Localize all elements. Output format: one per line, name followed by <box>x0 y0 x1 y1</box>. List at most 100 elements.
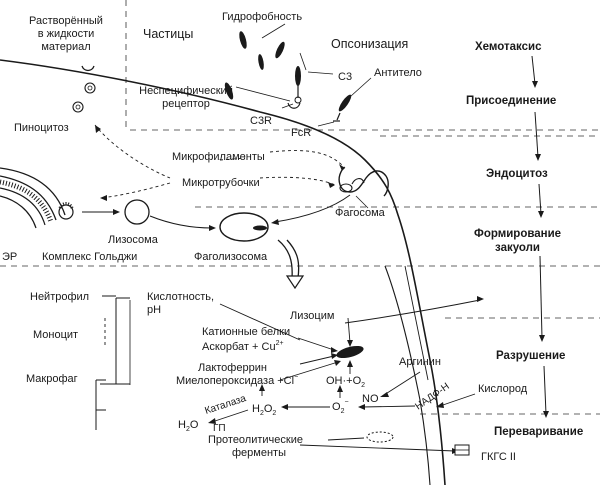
pointer-line <box>317 121 335 127</box>
arrow-head <box>259 384 265 391</box>
particle <box>258 54 264 70</box>
oh-o2-text: OH·+O <box>326 375 362 387</box>
label-antibody: Антитело <box>374 67 422 79</box>
pseudopod <box>338 169 389 197</box>
h2o-subscript: 2 <box>186 426 190 433</box>
pointer-line <box>299 52 307 71</box>
arrow-head <box>331 353 338 359</box>
h2o2-text: H <box>252 403 260 415</box>
label-golgi: Комплекс Гольджи <box>42 251 137 263</box>
arrow-head <box>538 211 544 218</box>
opsonized-particle <box>295 66 301 86</box>
label-oxygen: Кислород <box>478 383 528 395</box>
arrow-head <box>380 392 389 397</box>
microtubule-arrow <box>259 176 336 186</box>
label-ascorbate: Аскорбат + Cu2+ <box>202 340 284 353</box>
label-microtubules: Микротрубочки <box>182 177 260 189</box>
h2o-text: H <box>178 419 186 431</box>
h2o-end: O <box>190 419 199 431</box>
transition-arrow <box>286 239 300 279</box>
export-arrow <box>299 444 456 452</box>
pointer-line <box>281 103 294 109</box>
digestive-vacuole-particle <box>336 345 364 359</box>
reaction-arrow <box>211 409 249 423</box>
arrow-head <box>95 125 101 133</box>
label-mhc-ii: ГКГС II <box>481 451 516 463</box>
microtubule-arrow <box>94 124 171 179</box>
er-membrane <box>0 175 57 221</box>
label-opsonization: Опсонизация <box>331 37 408 51</box>
label-pinocytosis: Пиноцитоз <box>14 122 69 134</box>
label-h2o2: H2O2 <box>252 403 276 417</box>
o2-minus-text: O <box>332 401 341 413</box>
reaction-arrow <box>347 317 351 344</box>
arrow-head <box>100 195 107 201</box>
label-proteolytic-2: ферменты <box>232 447 286 459</box>
inner-membrane <box>384 265 431 485</box>
stage-arrow <box>538 183 542 215</box>
reaction-arrow <box>279 361 339 381</box>
particle <box>275 41 285 59</box>
arrow-head <box>281 404 288 410</box>
pinocytic-vesicle <box>84 82 96 94</box>
opsonized-particle <box>338 94 352 112</box>
label-phagosome: Фагосома <box>335 207 386 219</box>
arrow-head <box>271 219 279 225</box>
label-myeloperoxidase: Миелопероксидаза +Cl− <box>176 374 298 387</box>
label-arginine: Аргинин <box>399 356 441 368</box>
stage-arrow <box>543 365 547 415</box>
stage-arrow <box>534 111 539 158</box>
cell-membrane <box>0 59 446 485</box>
arrow-head <box>328 182 335 188</box>
arrow-head <box>334 360 341 366</box>
arrow-head <box>339 164 345 171</box>
h2o2-mid: O <box>264 403 273 415</box>
pinocytic-vesicle-core <box>87 85 93 91</box>
reaction-arrow <box>439 393 476 407</box>
export-arrow <box>344 299 481 324</box>
label-h2o: H2O <box>178 419 199 433</box>
golgi-granules <box>58 202 74 209</box>
label-c3: C3 <box>338 71 352 83</box>
h2o2-sub2: 2 <box>272 410 276 417</box>
pointer-line <box>235 86 291 102</box>
label-neutrophil: Нейтрофил <box>30 291 89 303</box>
arrow-head <box>535 154 541 161</box>
label-o2-minus: O2− <box>332 399 349 415</box>
phagosome <box>339 183 353 193</box>
ascorbate-text: Аскорбат + Cu <box>202 341 276 353</box>
microfilament-pointer <box>219 157 246 161</box>
reaction-arrow <box>299 355 335 365</box>
phagolysosome-particle <box>253 225 267 231</box>
o2-minus-subscript: 2 <box>341 408 345 415</box>
label-microfilaments: Микрофиламенты <box>172 151 265 163</box>
arrow-head <box>285 275 305 290</box>
pointer-line <box>307 71 334 75</box>
stage-arrow <box>539 255 543 339</box>
arrow-head <box>347 340 353 347</box>
arrow-head <box>347 360 353 367</box>
label-nonspecific-receptor-2: рецептор <box>162 98 210 110</box>
arrow-head <box>477 296 484 302</box>
label-nonspecific-receptor-1: Неспецифический <box>139 85 233 97</box>
stage-attachment: Присоединение <box>466 95 556 107</box>
label-dissolved-3: материал <box>41 41 90 53</box>
reaction-arrow <box>297 337 335 351</box>
label-particles: Частицы <box>143 27 193 41</box>
label-lactoferrin: Лактоферрин <box>198 362 267 374</box>
label-c3r: C3R <box>250 115 272 127</box>
stage-destruction: Разрушение <box>496 350 565 362</box>
stage-endocytosis: Эндоцитоз <box>486 168 548 180</box>
stage-vacuole-formation-1: Формирование <box>474 228 561 240</box>
c3r-receptor-head <box>294 96 302 104</box>
er-membrane <box>0 195 37 229</box>
arrow-head <box>543 411 549 418</box>
phagocytic-cup <box>351 178 365 185</box>
transition-arrow <box>277 239 293 279</box>
stage-vacuole-formation-2: закуоли <box>495 242 540 254</box>
arrow-head <box>436 402 444 408</box>
er-membrane <box>0 167 66 216</box>
stage-chemotaxis: Хемотаксис <box>475 41 542 53</box>
label-monocyte: Моноцит <box>33 329 78 341</box>
